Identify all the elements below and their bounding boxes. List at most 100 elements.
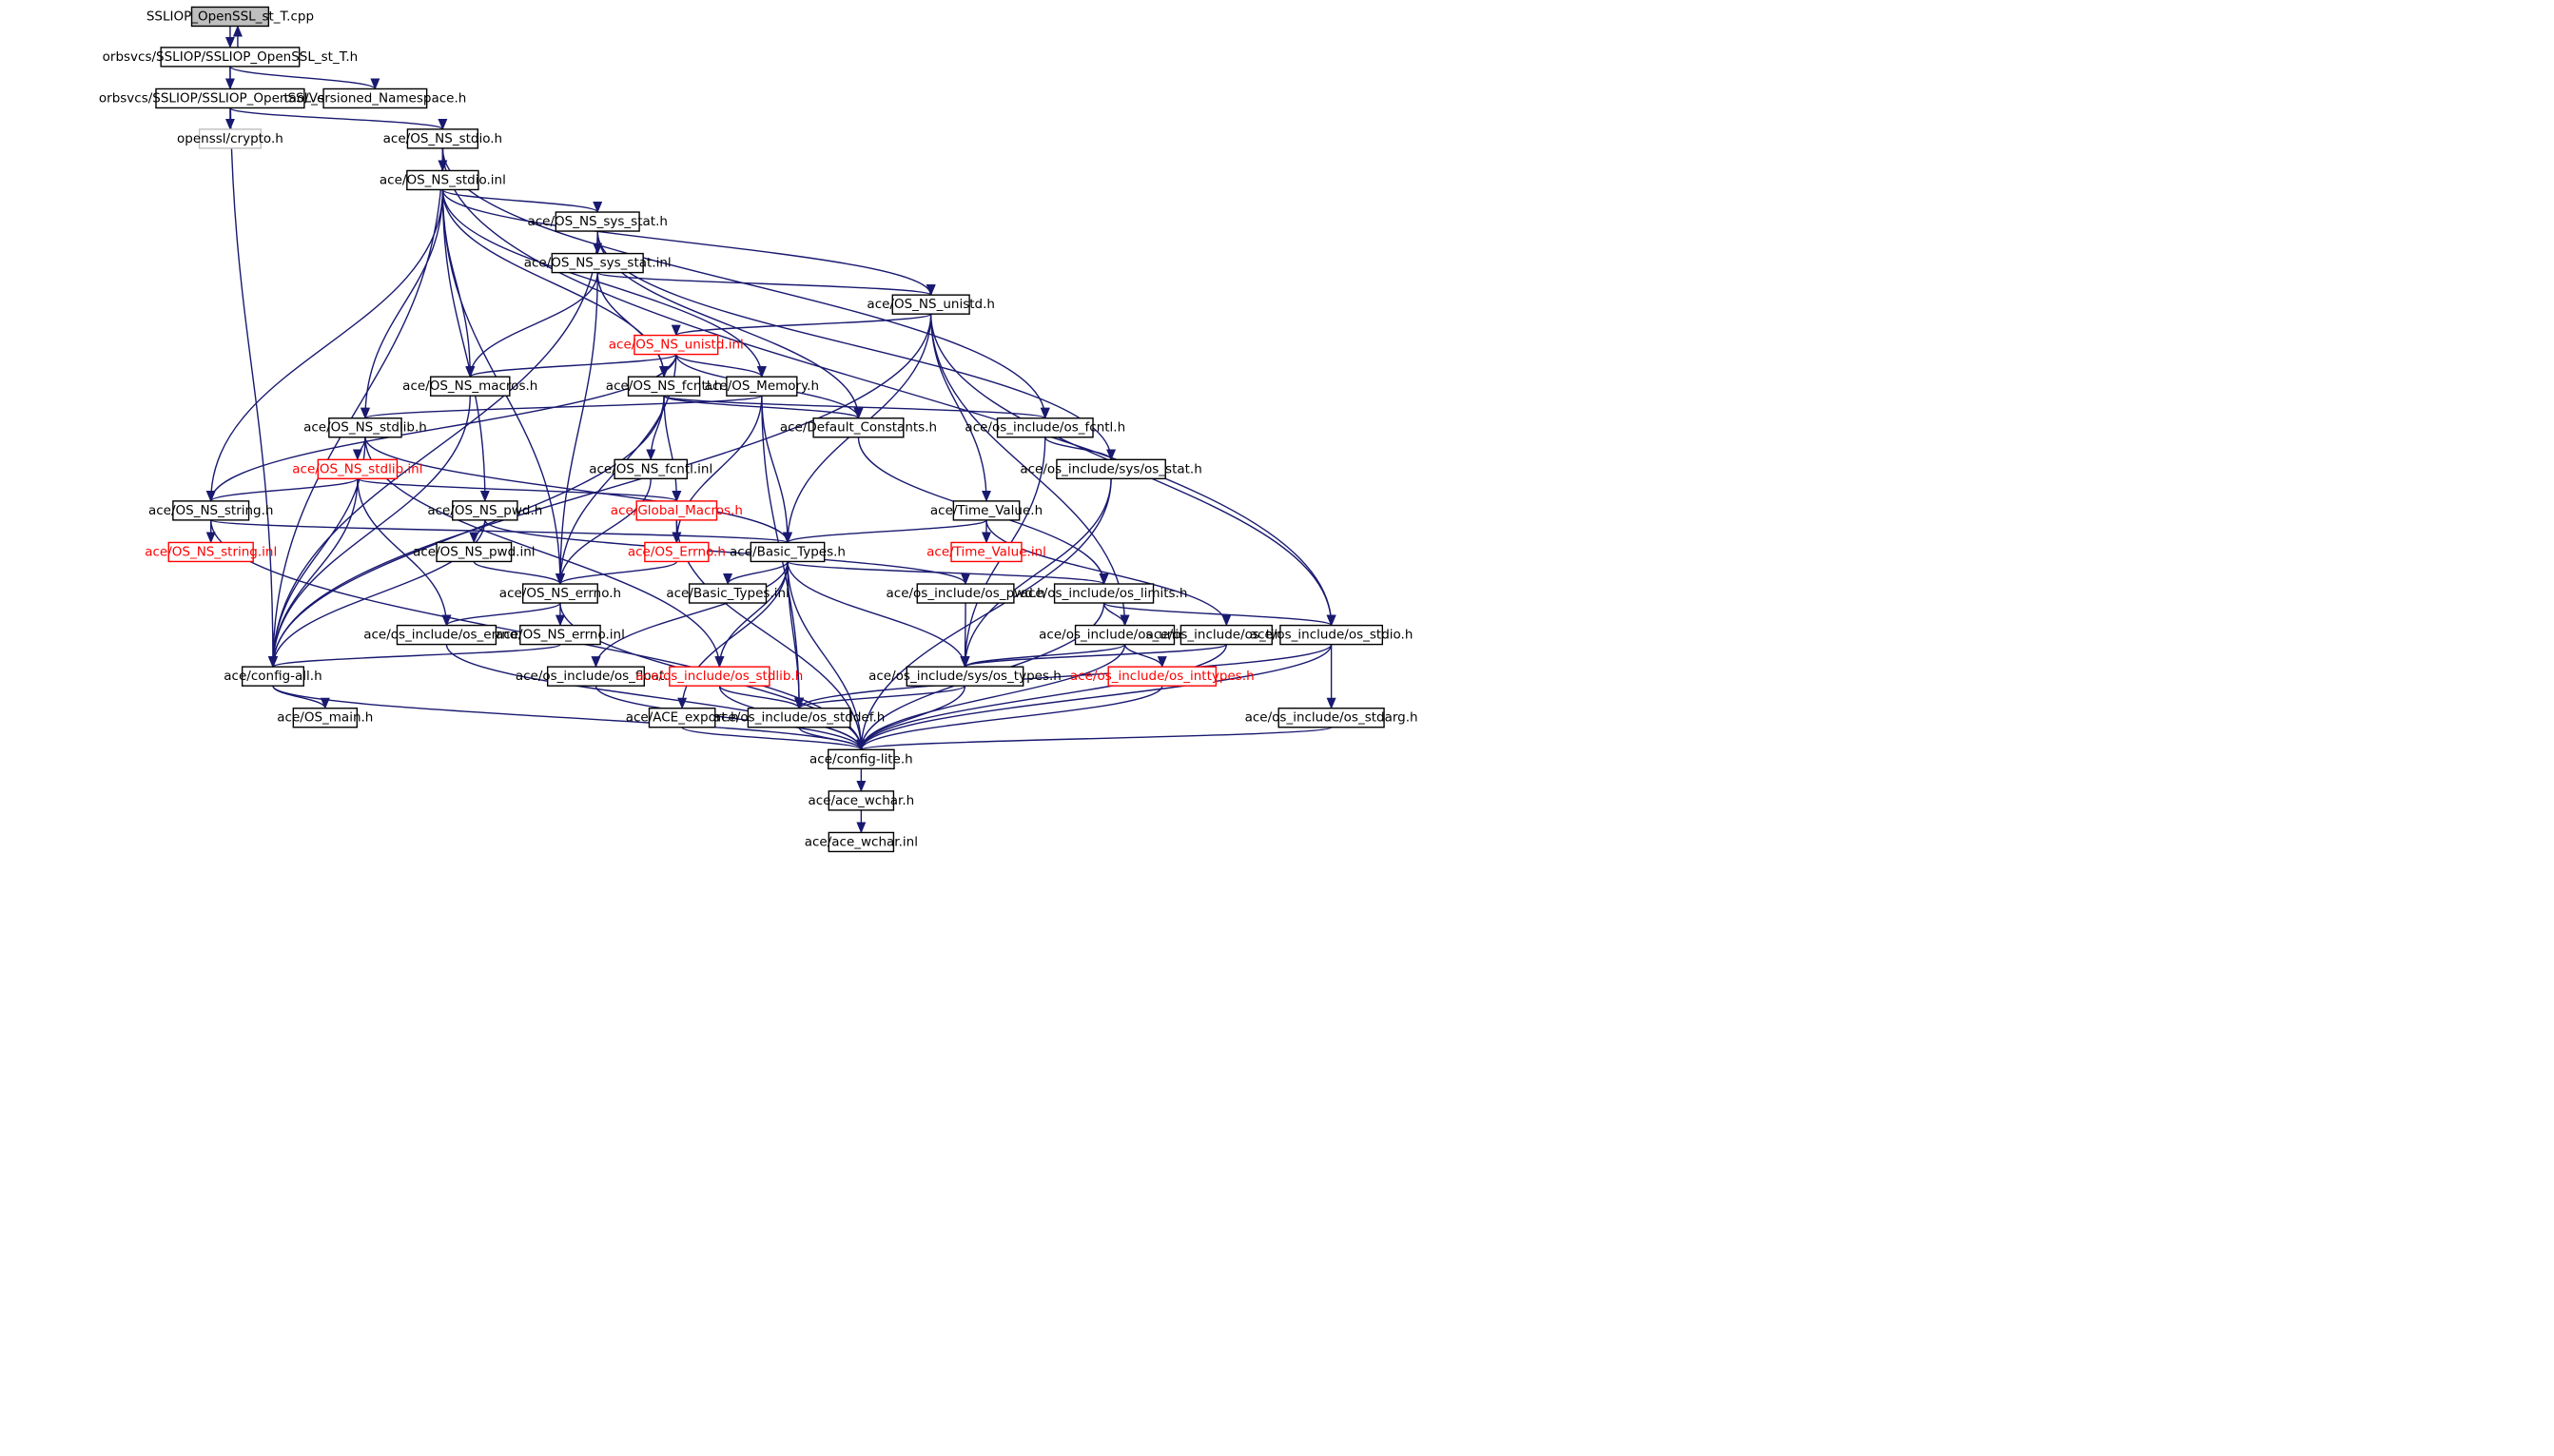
node-box <box>406 169 479 191</box>
edge-errno_h-to-oserrno <box>441 602 561 627</box>
node-osstdio[interactable]: ace/os_include/os_stdio.h <box>1250 624 1413 646</box>
node-timeval[interactable]: ace/Time_Value.h <box>930 500 1043 521</box>
node-label: ace/OS_NS_errno.h <box>499 586 621 601</box>
node-string_inl[interactable]: ace/OS_NS_string.inl <box>145 541 277 563</box>
node-box <box>167 541 254 563</box>
node-box <box>1107 666 1218 687</box>
node-crypto[interactable]: openssl/crypto.h <box>177 128 283 149</box>
node-box <box>1279 624 1384 646</box>
node-sysstat_inl[interactable]: ace/OS_NS_sys_stat.inl <box>524 252 672 274</box>
node-osstddef[interactable]: ace/os_include/os_stddef.h <box>713 708 885 728</box>
node-box <box>644 541 710 563</box>
node-box <box>172 500 250 521</box>
node-unistd_inl[interactable]: ace/OS_NS_unistd.inl <box>609 334 744 356</box>
node-label: ace/os_include/os_stdlib.h <box>635 669 803 684</box>
node-stdio_inl[interactable]: ace/OS_NS_stdio.inl <box>380 169 506 191</box>
node-label: ace/OS_NS_pwd.inl <box>413 544 535 559</box>
node-label: ace/Default_Constants.h <box>780 420 937 436</box>
node-ostypes[interactable]: ace/os_include/sys/os_types.h <box>868 666 1062 687</box>
node-ssl_h[interactable]: orbsvcs/SSLIOP/SSLIOP_OpenSSL_st_T.h <box>103 47 359 68</box>
node-box <box>1053 583 1155 604</box>
node-basic_inl[interactable]: ace/Basic_Types.inl <box>666 583 790 604</box>
edge-basic-to-ostypes <box>787 561 970 669</box>
node-osunistd[interactable]: ace/os_include/os_unistd.h <box>1039 624 1211 646</box>
edge-osinttypes-to-configlite <box>856 685 1163 751</box>
node-configall[interactable]: ace/config-all.h <box>224 666 322 687</box>
node-oslimits[interactable]: ace/os_include/os_limits.h <box>1021 583 1188 604</box>
edge-ostypes-to-osstddef <box>794 685 966 709</box>
node-label: ace/OS_NS_fcntl.inl <box>589 461 712 476</box>
node-box <box>546 666 645 687</box>
node-fcntl_inl[interactable]: ace/OS_NS_fcntl.inl <box>589 458 712 480</box>
node-box <box>190 6 270 28</box>
edge-stdio_inl-to-string_h <box>205 189 444 502</box>
node-label: ace/OS_NS_fcntl.h <box>606 379 723 394</box>
node-oserrno_ace[interactable]: ace/OS_Errno.h <box>628 541 726 563</box>
node-configlite[interactable]: ace/config-lite.h <box>809 748 913 770</box>
edge-timeval-to-ostime <box>985 519 1232 627</box>
node-osmain[interactable]: ace/OS_main.h <box>277 708 373 728</box>
node-osinttypes[interactable]: ace/os_include/os_inttypes.h <box>1070 666 1255 687</box>
node-memory[interactable]: ace/OS_Memory.h <box>705 376 819 397</box>
node-label: ace/OS_main.h <box>277 710 373 726</box>
node-label: ace/ace_wchar.inl <box>805 834 918 849</box>
edge-unistd_h-to-timeval <box>929 314 992 502</box>
node-label: ace/ace_wchar.h <box>808 793 914 808</box>
node-fcntl_h[interactable]: ace/OS_NS_fcntl.h <box>606 376 723 397</box>
node-errno_inl[interactable]: ace/OS_NS_errno.inl <box>496 624 625 646</box>
node-box <box>614 458 689 480</box>
node-string_h[interactable]: ace/OS_NS_string.h <box>148 500 274 521</box>
node-root[interactable]: SSLIOP_OpenSSL_st_T.cpp <box>146 6 314 28</box>
node-box <box>648 708 716 728</box>
node-label: ace/OS_NS_macros.h <box>402 379 537 394</box>
edge-stdlib_inl-to-globmac <box>357 477 682 502</box>
edge-stdio_h-to-configall <box>267 147 444 669</box>
node-label: SSLIOP_OpenSSL_st_T.cpp <box>146 9 314 24</box>
node-errno_h[interactable]: ace/OS_NS_errno.h <box>499 583 621 604</box>
node-stdio_h[interactable]: ace/OS_NS_stdio.h <box>383 128 502 149</box>
node-label: ace/Global_Macros.h <box>611 503 743 518</box>
node-osstdlib[interactable]: ace/os_include/os_stdlib.h <box>635 666 803 687</box>
node-globmac[interactable]: ace/Global_Macros.h <box>611 500 743 521</box>
node-stdlib_h[interactable]: ace/OS_NS_stdlib.h <box>303 417 427 438</box>
node-osstat[interactable]: ace/os_include/sys/os_stat.h <box>1020 458 1202 480</box>
node-box <box>828 831 895 853</box>
node-pwd_inl[interactable]: ace/OS_NS_pwd.inl <box>413 541 536 563</box>
node-unistd_h[interactable]: ace/OS_NS_unistd.h <box>867 294 995 315</box>
node-macros[interactable]: ace/OS_NS_macros.h <box>402 376 537 397</box>
node-box <box>155 87 305 109</box>
node-box <box>396 624 497 646</box>
edge-sysstat_inl-to-macros <box>465 272 598 379</box>
node-label: ace/os_include/os_inttypes.h <box>1070 669 1255 684</box>
edge-osfloat-to-configlite <box>595 685 867 751</box>
node-label: ace/Basic_Types.inl <box>666 586 789 601</box>
node-osstdarg[interactable]: ace/os_include/os_stdarg.h <box>1245 708 1418 728</box>
node-oserrno[interactable]: ace/os_include/os_errno.h <box>363 624 530 646</box>
node-stdlib_inl[interactable]: ace/OS_NS_stdlib.inl <box>292 458 423 480</box>
node-basic[interactable]: ace/Basic_Types.h <box>730 541 846 563</box>
node-box <box>436 541 513 563</box>
node-ospwd[interactable]: ace/os_include/os_pwd.h <box>887 583 1045 604</box>
node-box <box>322 87 428 109</box>
edge-basic-to-configlite <box>787 561 867 751</box>
edge-stdio_inl-to-sysstat_h <box>441 188 603 214</box>
node-osfcntl[interactable]: ace/os_include/os_fcntl.h <box>965 417 1125 438</box>
node-versioned[interactable]: tao/Versioned_Namespace.h <box>283 87 466 109</box>
node-box <box>828 790 895 811</box>
node-label: ace/os_include/os_limits.h <box>1021 586 1188 601</box>
node-pwd_h[interactable]: ace/OS_NS_pwd.h <box>427 500 542 521</box>
node-box <box>952 500 1021 521</box>
node-wchar_inl[interactable]: ace/ace_wchar.inl <box>805 831 918 853</box>
node-ssl_inl[interactable]: orbsvcs/SSLIOP/SSLIOP_OpenSSL_st_T.inl <box>99 87 361 109</box>
node-osfloat[interactable]: ace/os_include/os_float.h <box>516 666 676 687</box>
edge-osstdio-to-osstddef <box>794 644 1333 709</box>
node-defconst[interactable]: ace/Default_Constants.h <box>780 417 937 438</box>
node-ostime[interactable]: ace/os_include/os_time.h <box>1146 624 1307 646</box>
node-aceexport[interactable]: ace/ACE_export.h <box>626 708 739 728</box>
node-box <box>317 458 399 480</box>
node-timeval_inl[interactable]: ace/Time_Value.inl <box>926 541 1046 563</box>
node-box <box>812 417 905 438</box>
edge-fcntl_inl-to-errno_h <box>555 478 652 586</box>
node-wchar_h[interactable]: ace/ace_wchar.h <box>808 790 914 811</box>
node-sysstat_h[interactable]: ace/OS_NS_sys_stat.h <box>527 211 668 232</box>
